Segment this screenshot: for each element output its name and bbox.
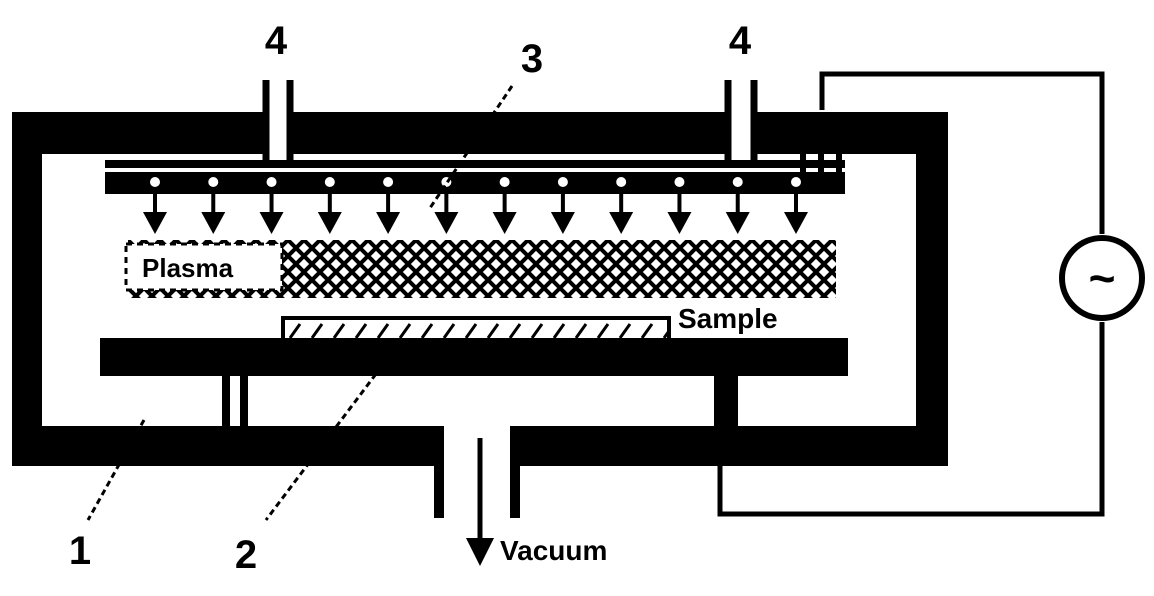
nozzle-arrow-icon <box>784 177 808 234</box>
gas-inlet-right <box>724 80 758 160</box>
sample-holder-label: 2 <box>235 533 257 577</box>
showerhead-nozzles <box>143 177 808 234</box>
nozzle-arrow-icon <box>201 177 226 234</box>
gas-inlet-left <box>262 80 294 160</box>
nozzle-arrow-icon <box>143 177 167 234</box>
nozzle-arrow-icon <box>667 177 692 234</box>
gas-inlet-left-label: 4 <box>265 19 288 63</box>
gas-inlet-right-label: 4 <box>729 19 752 63</box>
nozzle-arrow-icon <box>725 177 750 234</box>
nozzle-arrow-icon <box>550 177 575 234</box>
leader-lines <box>86 85 514 521</box>
nozzle-arrow-icon <box>609 177 634 234</box>
chamber-wall <box>12 112 948 466</box>
showerhead <box>105 150 845 194</box>
plasma-label: Plasma <box>142 253 234 283</box>
sample-holder <box>100 338 848 428</box>
nozzle-arrow-icon <box>376 177 401 234</box>
rf-source-symbol: ~ <box>1089 252 1116 304</box>
rf-source-icon <box>1059 235 1145 321</box>
sample-label: Sample <box>678 303 778 334</box>
nozzle-arrow-icon <box>317 177 342 234</box>
vacuum-arrow-icon <box>466 538 494 566</box>
sample: Sample <box>281 303 778 342</box>
plasma-region: Plasma <box>124 240 836 298</box>
rf-circuit: ~ <box>717 71 1145 517</box>
vacuum-label: Vacuum <box>500 535 607 566</box>
vacuum-port: Vacuum <box>434 426 607 566</box>
showerhead-label: 3 <box>521 37 543 81</box>
chamber-label: 1 <box>69 529 91 573</box>
nozzle-arrow-icon <box>259 177 284 234</box>
nozzle-arrow-icon <box>492 177 517 234</box>
